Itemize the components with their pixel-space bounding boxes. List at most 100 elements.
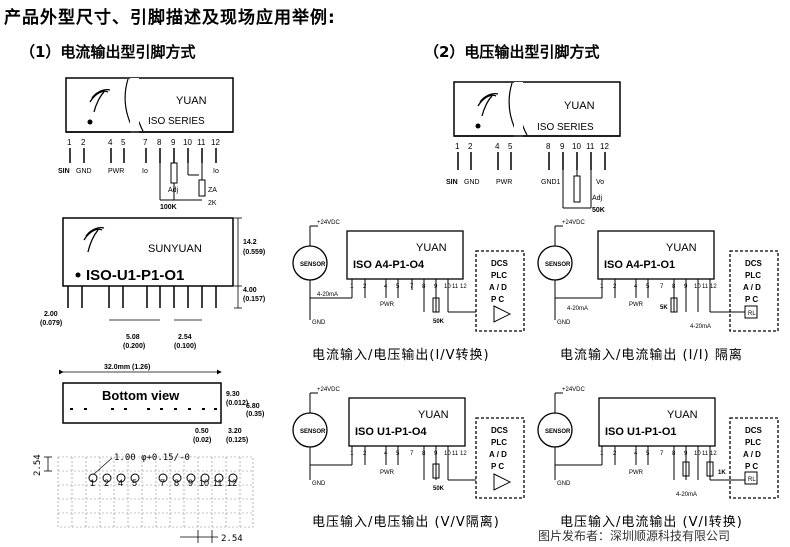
pin1-dot-3 xyxy=(75,272,81,278)
pin-label-gnd: GND xyxy=(76,168,92,175)
svg-text:SENSOR: SENSOR xyxy=(545,262,571,268)
svg-text:6.80: 6.80 xyxy=(246,403,260,410)
svg-text:2: 2 xyxy=(363,284,367,290)
svg-text:4: 4 xyxy=(384,284,388,290)
grid-pitch-vertical: 2.54 xyxy=(33,454,43,476)
svg-text:ISO U1-P1-O1: ISO U1-P1-O1 xyxy=(605,426,677,438)
svg-text:12: 12 xyxy=(227,478,237,488)
svg-text:50K: 50K xyxy=(433,486,445,492)
svg-text:+24VDC: +24VDC xyxy=(562,387,586,393)
svg-text:(0.35): (0.35) xyxy=(246,411,264,418)
svg-text:SENSOR: SENSOR xyxy=(300,429,326,435)
svg-text:5: 5 xyxy=(396,284,400,290)
svg-text:2: 2 xyxy=(613,451,617,457)
series-label-1: ISO SERIES xyxy=(148,116,205,127)
caption-ii: 电流输入/电流输出 (I/I) 隔离 xyxy=(560,348,743,363)
dim-length: 32.0mm (1.26) xyxy=(104,364,150,371)
pin1-dot xyxy=(87,119,93,125)
svg-text:11: 11 xyxy=(586,142,595,151)
svg-text:1: 1 xyxy=(67,138,72,147)
svg-text:8: 8 xyxy=(546,142,551,151)
pin-label-pwr: PWR xyxy=(108,168,124,175)
svg-text:12: 12 xyxy=(460,451,467,457)
svg-text:4: 4 xyxy=(634,284,638,290)
svg-text:2: 2 xyxy=(468,142,473,151)
pin1-dot-2 xyxy=(475,123,481,129)
svg-text:8: 8 xyxy=(672,284,676,290)
svg-text:GND: GND xyxy=(312,320,326,326)
svg-text:5: 5 xyxy=(646,284,650,290)
svg-text:10: 10 xyxy=(183,138,192,147)
svg-text:12: 12 xyxy=(211,138,220,147)
svg-text:8: 8 xyxy=(174,478,179,488)
adjust-network-1 xyxy=(159,162,206,201)
svg-text:PLC: PLC xyxy=(491,271,507,280)
svg-text:A / D: A / D xyxy=(489,450,507,459)
grid-pitch-markers xyxy=(44,456,218,543)
svg-text:PWR: PWR xyxy=(629,302,644,308)
svg-text:8: 8 xyxy=(422,284,426,290)
svg-text:DCS: DCS xyxy=(745,426,763,435)
svg-text:9.30: 9.30 xyxy=(226,391,240,398)
dims-front: 14.2 (0.559) 4.00 (0.157) 2.00 (0.079) 5… xyxy=(40,239,265,350)
svg-text:RL: RL xyxy=(748,477,756,483)
svg-text:12: 12 xyxy=(710,451,717,457)
svg-text:(0.200): (0.200) xyxy=(123,343,145,350)
svg-text:4: 4 xyxy=(118,478,123,488)
svg-text:DCS: DCS xyxy=(491,426,509,435)
svg-text:GND: GND xyxy=(557,320,571,326)
svg-text:9: 9 xyxy=(171,138,176,147)
svg-text:5: 5 xyxy=(396,451,400,457)
svg-text:DCS: DCS xyxy=(745,259,763,268)
svg-text:A / D: A / D xyxy=(489,283,507,292)
pin-label-sin-2: SIN xyxy=(446,179,458,186)
svg-text:2: 2 xyxy=(104,478,109,488)
page-title: 产品外型尺寸、引脚描述及现场应用举例: xyxy=(4,8,336,28)
pin-label-sin: SIN xyxy=(58,168,70,175)
svg-text:4: 4 xyxy=(634,451,638,457)
svg-text:11: 11 xyxy=(213,478,222,488)
svg-text:YUAN: YUAN xyxy=(418,409,449,421)
svg-text:7: 7 xyxy=(660,451,664,457)
brand-yuan-1: YUAN xyxy=(176,95,207,107)
svg-text:ISO A4-P1-O4: ISO A4-P1-O4 xyxy=(353,259,425,271)
logo-mark-2 xyxy=(477,93,499,117)
circuit-iv: +24VDC SENSOR 4-20mA GND PWR 50K YUAN IS… xyxy=(292,220,525,332)
svg-text:10: 10 xyxy=(572,142,581,151)
svg-text:1: 1 xyxy=(350,284,354,290)
dim-lines-front xyxy=(109,217,242,321)
svg-text:ISO A4-P1-O1: ISO A4-P1-O1 xyxy=(604,259,675,271)
logo-mark xyxy=(89,89,111,113)
svg-text:7: 7 xyxy=(660,284,664,290)
svg-text:8: 8 xyxy=(672,451,676,457)
caption-vv: 电压输入/电压输出 (V/V隔离) xyxy=(312,515,500,530)
pin-label-io-2: Io xyxy=(213,168,219,175)
circuit-vv: +24VDC SENSOR GND PWR 50K YUAN ISO U1-P1… xyxy=(292,387,525,499)
svg-text:4-20mA: 4-20mA xyxy=(317,292,338,298)
svg-text:10: 10 xyxy=(444,451,451,457)
pins-module-1 xyxy=(69,148,217,163)
svg-text:(0.100): (0.100) xyxy=(174,343,196,350)
section-current-output: （1）电流输出型引脚方式 xyxy=(20,43,196,61)
svg-text:GND: GND xyxy=(557,481,571,487)
svg-text:11: 11 xyxy=(702,451,709,457)
pin-label-gnd1: GND1 xyxy=(541,179,561,186)
svg-text:4: 4 xyxy=(495,142,500,151)
svg-text:1: 1 xyxy=(600,451,604,457)
svg-text:7: 7 xyxy=(160,478,165,488)
svg-text:9: 9 xyxy=(684,451,688,457)
svg-text:12: 12 xyxy=(460,284,467,290)
svg-text:4-20mA: 4-20mA xyxy=(567,306,588,312)
svg-text:12: 12 xyxy=(710,284,717,290)
svg-text:1: 1 xyxy=(600,284,604,290)
svg-text:11: 11 xyxy=(197,138,206,147)
svg-text:14.2: 14.2 xyxy=(243,239,257,246)
svg-text:4-20mA: 4-20mA xyxy=(690,324,711,330)
svg-text:11: 11 xyxy=(702,284,709,290)
svg-text:4: 4 xyxy=(384,451,388,457)
svg-text:2.54: 2.54 xyxy=(178,334,192,341)
